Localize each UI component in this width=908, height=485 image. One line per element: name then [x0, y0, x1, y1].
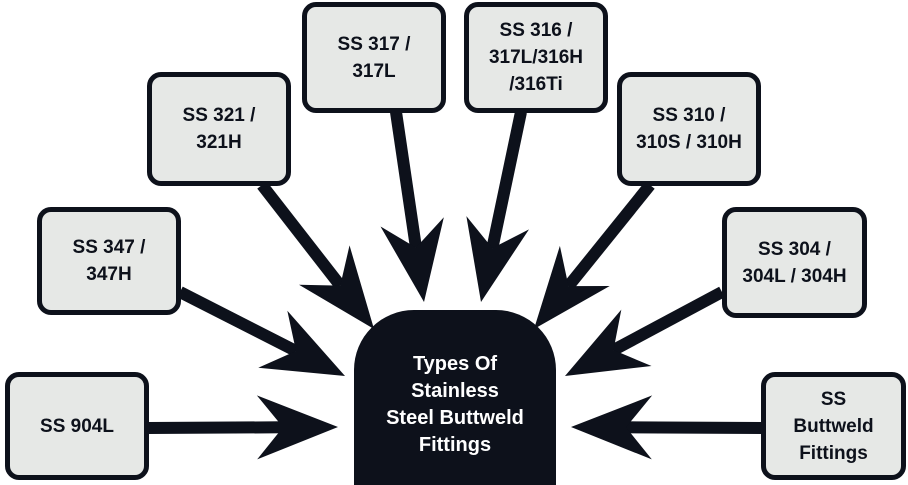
node-ss-buttweld-fittings: SS Buttweld Fittings [761, 372, 906, 480]
arrow-shaft [257, 181, 345, 290]
node-ss-304: SS 304 / 304L / 304H [722, 207, 867, 318]
arrow-head [256, 395, 338, 460]
node-ss-904l: SS 904L [5, 372, 149, 480]
arrow-shaft [625, 421, 763, 434]
node-ss-310: SS 310 / 310S / 310H [617, 72, 761, 186]
arrow-shaft [390, 111, 422, 249]
node-label: SS 317 / 317L [337, 33, 411, 82]
arrow-head [565, 309, 652, 376]
center-node: Types Of Stainless Steel Buttweld Fittin… [354, 310, 556, 485]
node-ss-347: SS 347 / 347H [37, 207, 181, 315]
arrow-head [380, 217, 444, 302]
arrow-head [466, 216, 530, 302]
node-label: SS 316 / 317L/316H /316Ti [488, 20, 583, 95]
arrow-shaft [147, 421, 284, 434]
node-label: SS 347 / 347H [72, 237, 146, 285]
node-label: SS 904L [40, 415, 114, 437]
node-ss-316: SS 316 / 317L/316H /316Ti [464, 2, 608, 113]
arrow-shaft [486, 110, 527, 250]
node-label: SS 321 / 321H [182, 105, 256, 153]
node-label: SS Buttweld Fittings [793, 388, 874, 464]
arrow-head [258, 310, 345, 376]
arrow-head [534, 245, 610, 329]
center-label: Types Of Stainless Steel Buttweld Fittin… [386, 353, 524, 456]
node-label: SS 310 / 310S / 310H [636, 105, 742, 153]
node-ss-317: SS 317 / 317L [302, 2, 446, 113]
node-ss-321: SS 321 / 321H [147, 72, 291, 186]
node-label: SS 304 / 304L / 304H [742, 238, 847, 287]
arrow-shaft [177, 286, 299, 357]
arrow-shaft [610, 286, 725, 356]
arrow-head [299, 245, 374, 329]
arrow-head [571, 395, 653, 460]
arrow-shaft [563, 181, 655, 290]
